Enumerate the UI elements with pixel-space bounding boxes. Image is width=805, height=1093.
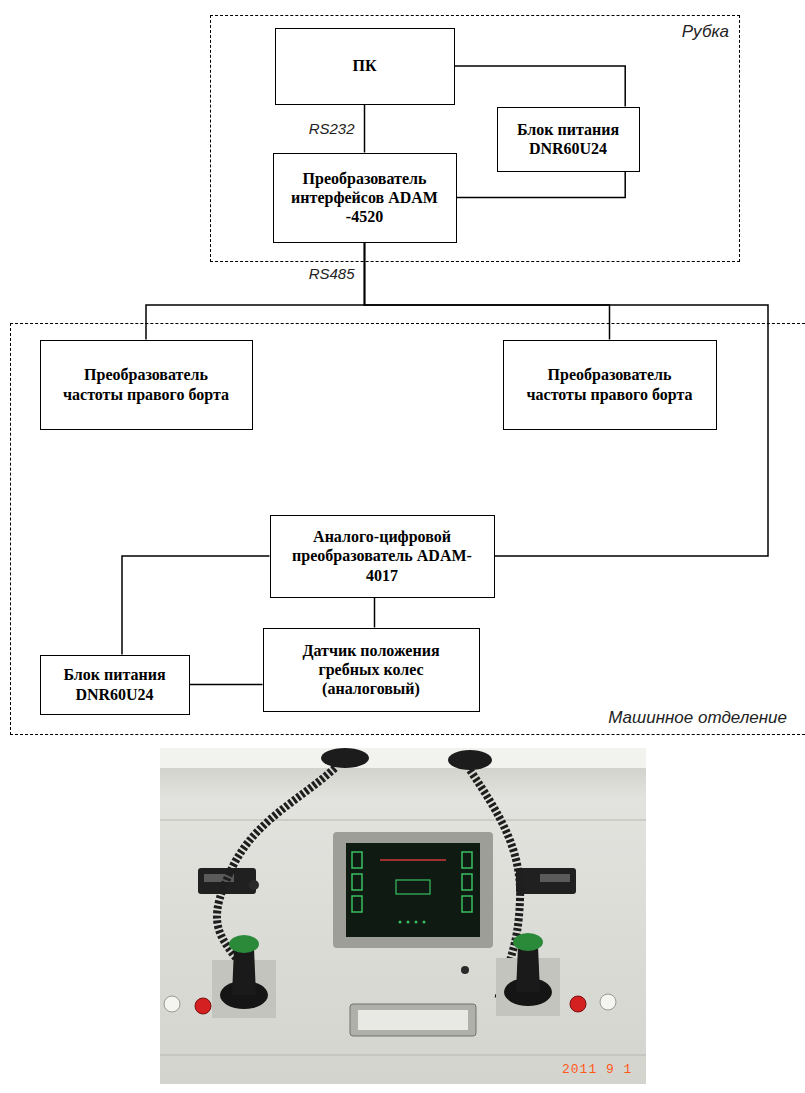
region-label: Рубка [682, 22, 729, 42]
box-label: Преобразователь частоты правого борта [57, 365, 236, 403]
red-button [195, 998, 211, 1014]
date-stamp: 2011 9 1 [562, 1062, 632, 1077]
microphone-body [321, 748, 369, 768]
connector-line [455, 66, 626, 107]
screen-digit [352, 874, 362, 890]
screen-dot [399, 921, 402, 924]
radio-display [540, 874, 570, 882]
screen-bar [380, 859, 446, 861]
process-box: Блок питания DNR60U24 [40, 655, 190, 715]
process-box: Аналого-цифровой преобразователь ADAM-40… [270, 515, 495, 598]
switch-knob [249, 880, 259, 890]
screen-digit [352, 896, 362, 912]
joystick-button [229, 935, 259, 953]
microphone-body [448, 750, 492, 770]
red-button [570, 996, 586, 1012]
push-button [164, 880, 616, 1014]
process-box: Преобразователь интерфейсов ADAM -4520 [273, 153, 457, 243]
screen-digit [462, 874, 472, 890]
signal-label: RS232 [307, 120, 357, 137]
screen-dot [423, 921, 426, 924]
screen-dot [407, 921, 410, 924]
process-box: ПК [275, 28, 455, 105]
connector-line [146, 243, 365, 340]
cord [217, 768, 335, 958]
screen-digit [352, 852, 362, 868]
connector-line [190, 684, 263, 686]
box-label: ПК [352, 56, 376, 75]
screen-digit [462, 852, 472, 868]
screen-dot [415, 921, 418, 924]
white-button [164, 996, 180, 1012]
panel-surface [160, 748, 646, 1084]
panel-seam [160, 1055, 646, 1056]
box-label: Аналого-цифровой преобразователь ADAM-40… [287, 527, 478, 585]
signal-label: RS485 [307, 265, 357, 282]
connector-line [365, 243, 769, 557]
process-box: Датчик положения гребных колес (аналогов… [263, 628, 480, 712]
nameplate-frame [350, 1004, 476, 1036]
screen-digit [462, 896, 472, 912]
box-label: Блок питания DNR60U24 [514, 120, 623, 158]
region-frame: Машинное отделение Преобразователь частот… [10, 323, 805, 735]
connector-line [365, 243, 610, 340]
joystick-button [513, 933, 543, 951]
screen-digit [396, 880, 430, 894]
screen-frame [333, 832, 493, 948]
process-box: Блок питания DNR60U24 [497, 107, 640, 172]
box-label: Блок питания DNR60U24 [57, 665, 173, 703]
region-label: Машинное отделение [608, 708, 787, 728]
panel-top-edge [160, 748, 646, 768]
microphone [321, 748, 492, 770]
connector-line [364, 105, 366, 153]
box-label: Преобразователь частоты правого борта [520, 365, 700, 403]
process-box: Преобразователь частоты правого борта [40, 340, 253, 430]
region-frame: РубкаПК Блок питания DNR60U24Преобразоват… [210, 15, 740, 262]
screen-display [346, 843, 480, 937]
nameplate [350, 1004, 476, 1036]
box-label: Преобразователь интерфейсов ADAM -4520 [290, 169, 440, 227]
screen [333, 832, 493, 948]
box-label: Датчик положения гребных колес (аналогов… [280, 641, 463, 699]
process-box: Преобразователь частоты правого борта [503, 340, 717, 430]
panel-seam [160, 820, 646, 821]
connector-line [122, 556, 270, 655]
joystick-handle [516, 946, 540, 992]
connector-line [374, 598, 376, 628]
connector-line [457, 172, 626, 198]
joystick-handle [232, 948, 256, 995]
white-button [600, 994, 616, 1010]
panel [160, 748, 646, 1084]
nameplate-face [358, 1010, 468, 1030]
radio-unit [516, 868, 576, 894]
panel-hole [461, 966, 469, 974]
